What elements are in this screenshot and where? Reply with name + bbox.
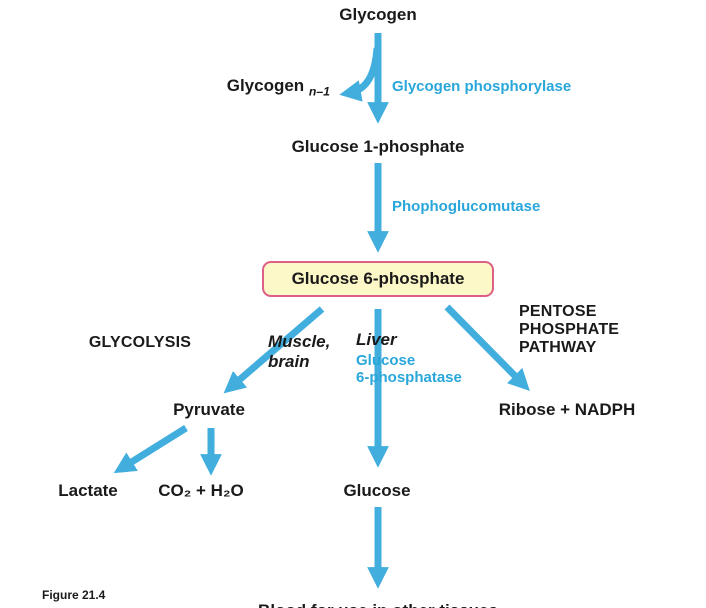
arrow-pyruvate-to-lactate — [113, 425, 188, 474]
glucose-6-phosphate-label: Glucose 6-phosphate — [291, 269, 465, 288]
co2-h2o-label: CO₂ + H₂O — [158, 481, 244, 500]
pentose-pathway-label-line2: PHOSPHATE — [519, 321, 620, 338]
liver-label: Liver — [356, 330, 397, 349]
pentose-pathway-label-line3: PATHWAY — [519, 339, 597, 356]
pyruvate-label: Pyruvate — [173, 400, 245, 419]
arrow-g6p-to-ribose — [444, 304, 530, 391]
glycolysis-label: GLYCOLYSIS — [88, 334, 192, 351]
glycogen-n1-label: Glycogen n–1 — [227, 76, 330, 99]
pentose-pathway-label-line1: PENTOSE — [519, 303, 597, 320]
muscle-brain-label-line2: brain — [268, 352, 310, 371]
muscle-brain-label-line1: Muscle, — [268, 332, 331, 351]
glucose-6-phosphate-box: Glucose 6-phosphate — [262, 261, 494, 297]
figure-caption: Figure 21.4 — [42, 588, 106, 602]
glycogen-n1-subscript: n–1 — [308, 84, 330, 99]
glucose-label: Glucose — [343, 481, 411, 500]
arrow-branch-glycogen-n1 — [339, 47, 381, 102]
enzyme-g6pase-label-line2: 6-phosphatase — [356, 369, 462, 386]
glycogen-label: Glycogen — [339, 5, 417, 24]
glucose-1-phosphate-label: Glucose 1-phosphate — [291, 137, 465, 156]
arrow-g6p-to-pyruvate — [223, 306, 325, 394]
lactate-label: Lactate — [58, 481, 118, 500]
blood-label: Blood for use in other tissues — [258, 601, 498, 608]
enzyme-g6pase-label-line1: Glucose — [356, 352, 416, 369]
glycogen-n1-base: Glycogen — [226, 76, 309, 95]
ribose-nadph-label: Ribose + NADPH — [498, 400, 636, 419]
enzyme-phosphoglucomutase-label: Phophoglucomutase — [392, 198, 541, 215]
enzyme-glycogen-phosphorylase-label: Glycogen phosphorylase — [392, 78, 572, 95]
